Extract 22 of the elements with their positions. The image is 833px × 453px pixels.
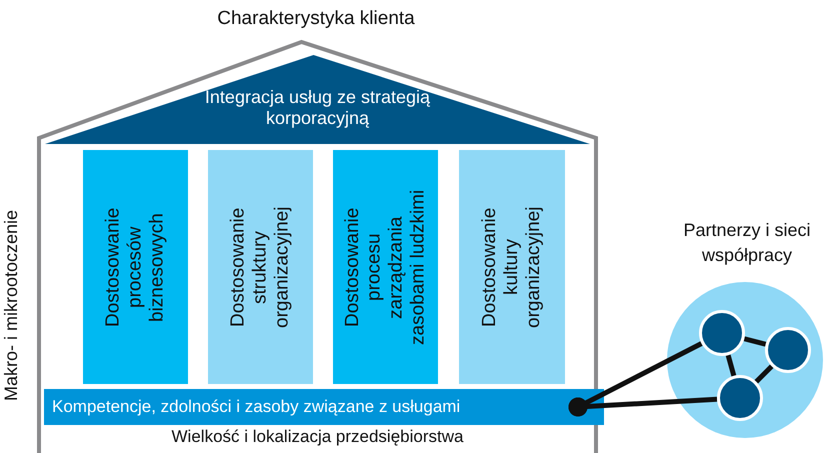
pillar-label: Dostosowanie struktury organizacyjnej <box>226 206 294 330</box>
pillar-box <box>208 150 313 384</box>
pillar-box <box>333 150 438 384</box>
network-label: Partnerzy i sieci współpracy <box>682 219 812 268</box>
pillar-label: Dostosowanie procesu zarządzania zasobami ludzkimi <box>340 188 430 348</box>
connector-line <box>754 364 774 384</box>
pillar-box <box>83 150 188 384</box>
partner-node <box>699 310 745 356</box>
house-title: Charakterystyka klienta <box>216 8 416 30</box>
connector-line <box>726 354 736 376</box>
partner-node <box>717 375 763 421</box>
bar-label: Kompetencje, zdolności i zasoby związane z usługami <box>52 397 460 417</box>
partner-node <box>765 327 811 373</box>
connector-line <box>568 396 718 416</box>
base-label: Wielkość i lokalizacja przedsiębiorstwa <box>170 427 464 447</box>
pillar-box <box>459 150 565 384</box>
pillar-label: Dostosowanie kultury organizacyjnej <box>478 206 545 330</box>
competence-bar <box>44 389 604 425</box>
roof-label: Integracja usług ze strategią korporacyjną <box>204 87 432 128</box>
connector-line <box>744 336 766 347</box>
side-label: Makro- i mikrootoczenie <box>1 208 22 403</box>
pillar-label: Dostosowanie procesów biznesowych <box>102 206 168 330</box>
